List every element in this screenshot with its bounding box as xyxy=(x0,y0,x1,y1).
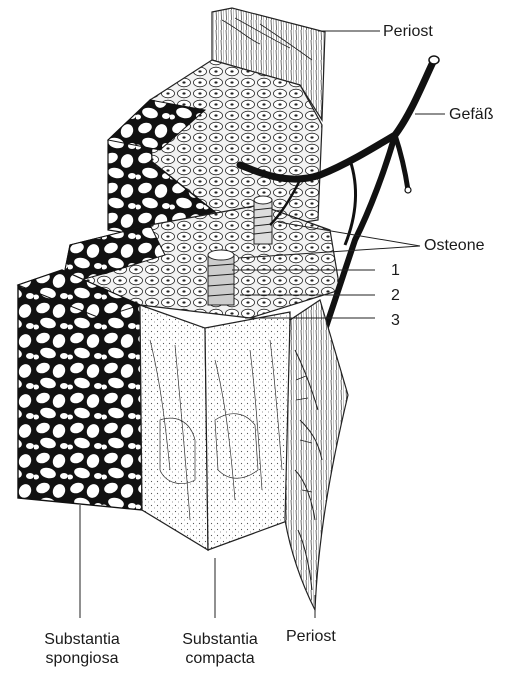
label-compacta-line1: Substantia xyxy=(160,630,280,649)
label-number-2: 2 xyxy=(391,286,400,305)
label-spongiosa-line1: Substantia xyxy=(22,630,142,649)
label-number-1: 1 xyxy=(391,261,400,280)
label-spongiosa-line2: spongiosa xyxy=(22,649,142,668)
label-gefaess: Gefäß xyxy=(449,105,493,124)
label-compacta-line2: compacta xyxy=(160,649,280,668)
label-osteone: Osteone xyxy=(424,236,484,255)
osteon-cylinder-upper xyxy=(254,196,272,244)
label-substantia-spongiosa: Substantia spongiosa xyxy=(22,630,142,668)
osteon-cylinder-lower xyxy=(208,250,234,305)
label-number-3: 3 xyxy=(391,311,400,330)
label-periost-top: Periost xyxy=(383,22,433,41)
spongiosa-front-face xyxy=(18,270,142,510)
label-substantia-compacta: Substantia compacta xyxy=(160,630,280,668)
label-periost-bottom: Periost xyxy=(286,627,336,646)
compacta-front-face xyxy=(140,305,290,550)
periost-lower-flap xyxy=(285,300,348,610)
